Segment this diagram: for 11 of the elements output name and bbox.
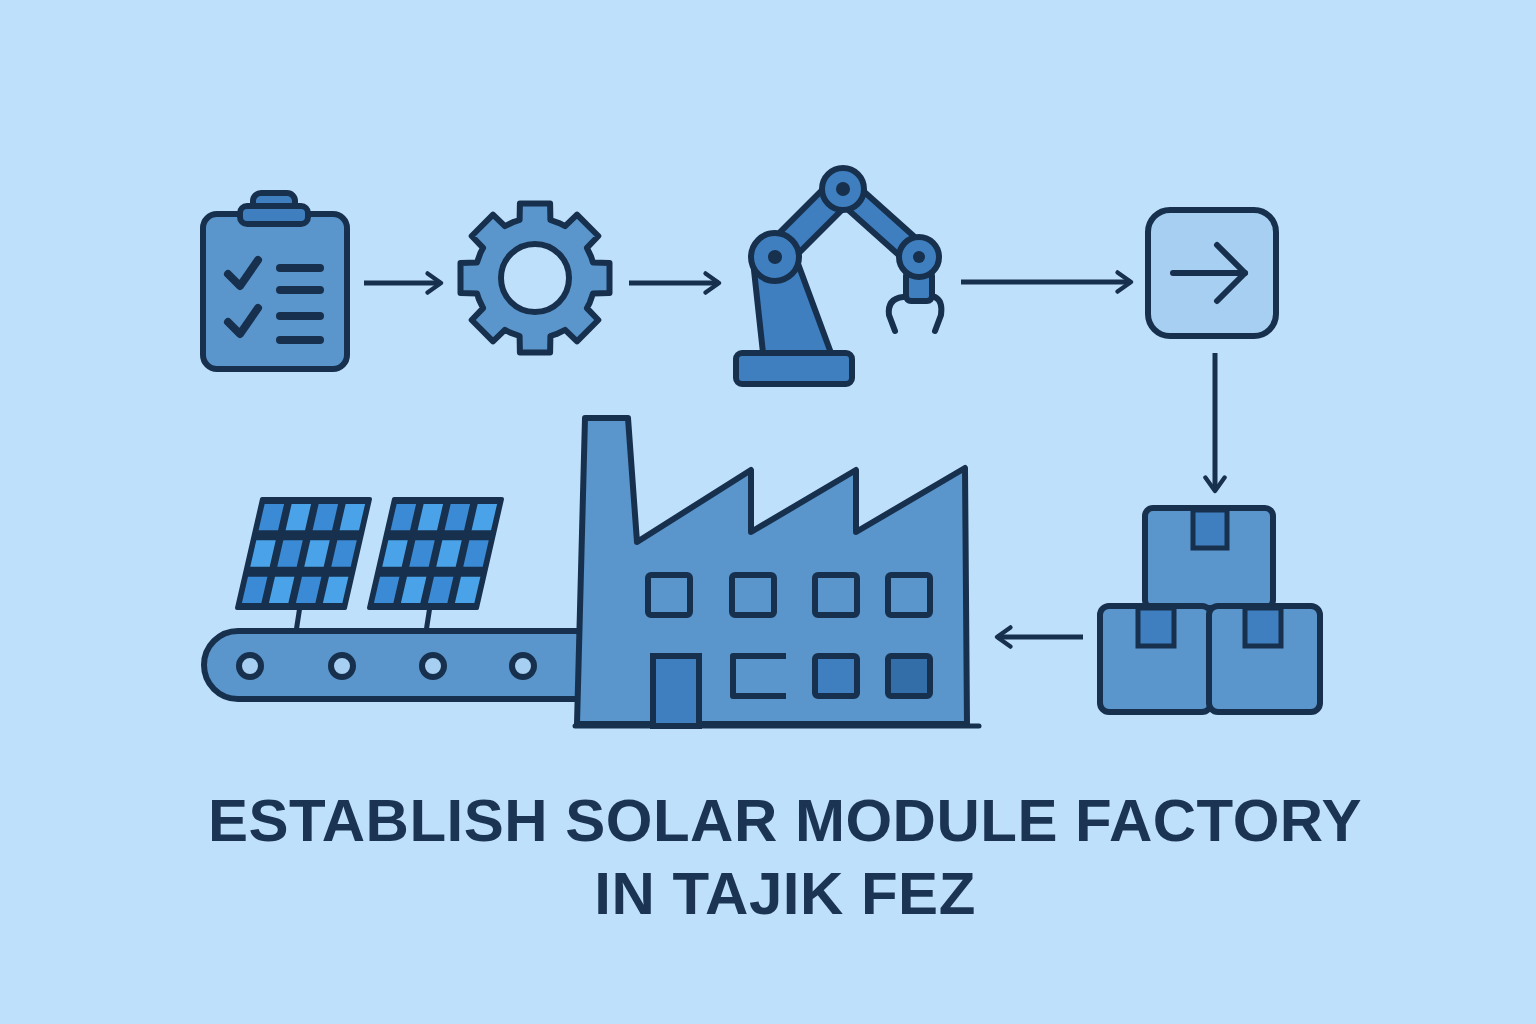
arrow <box>364 271 444 295</box>
arrow <box>629 271 722 295</box>
checklist-clipboard <box>200 190 350 372</box>
gear <box>455 198 615 358</box>
arrow-square <box>1145 207 1279 339</box>
arrow <box>961 270 1134 294</box>
title: ESTABLISH SOLAR MODULE FACTORY IN TAJIK FEZ <box>207 786 1363 929</box>
arrow <box>1203 353 1227 494</box>
robot-arm <box>733 165 947 387</box>
stacked-boxes <box>1097 505 1323 715</box>
arrow <box>994 625 1083 649</box>
